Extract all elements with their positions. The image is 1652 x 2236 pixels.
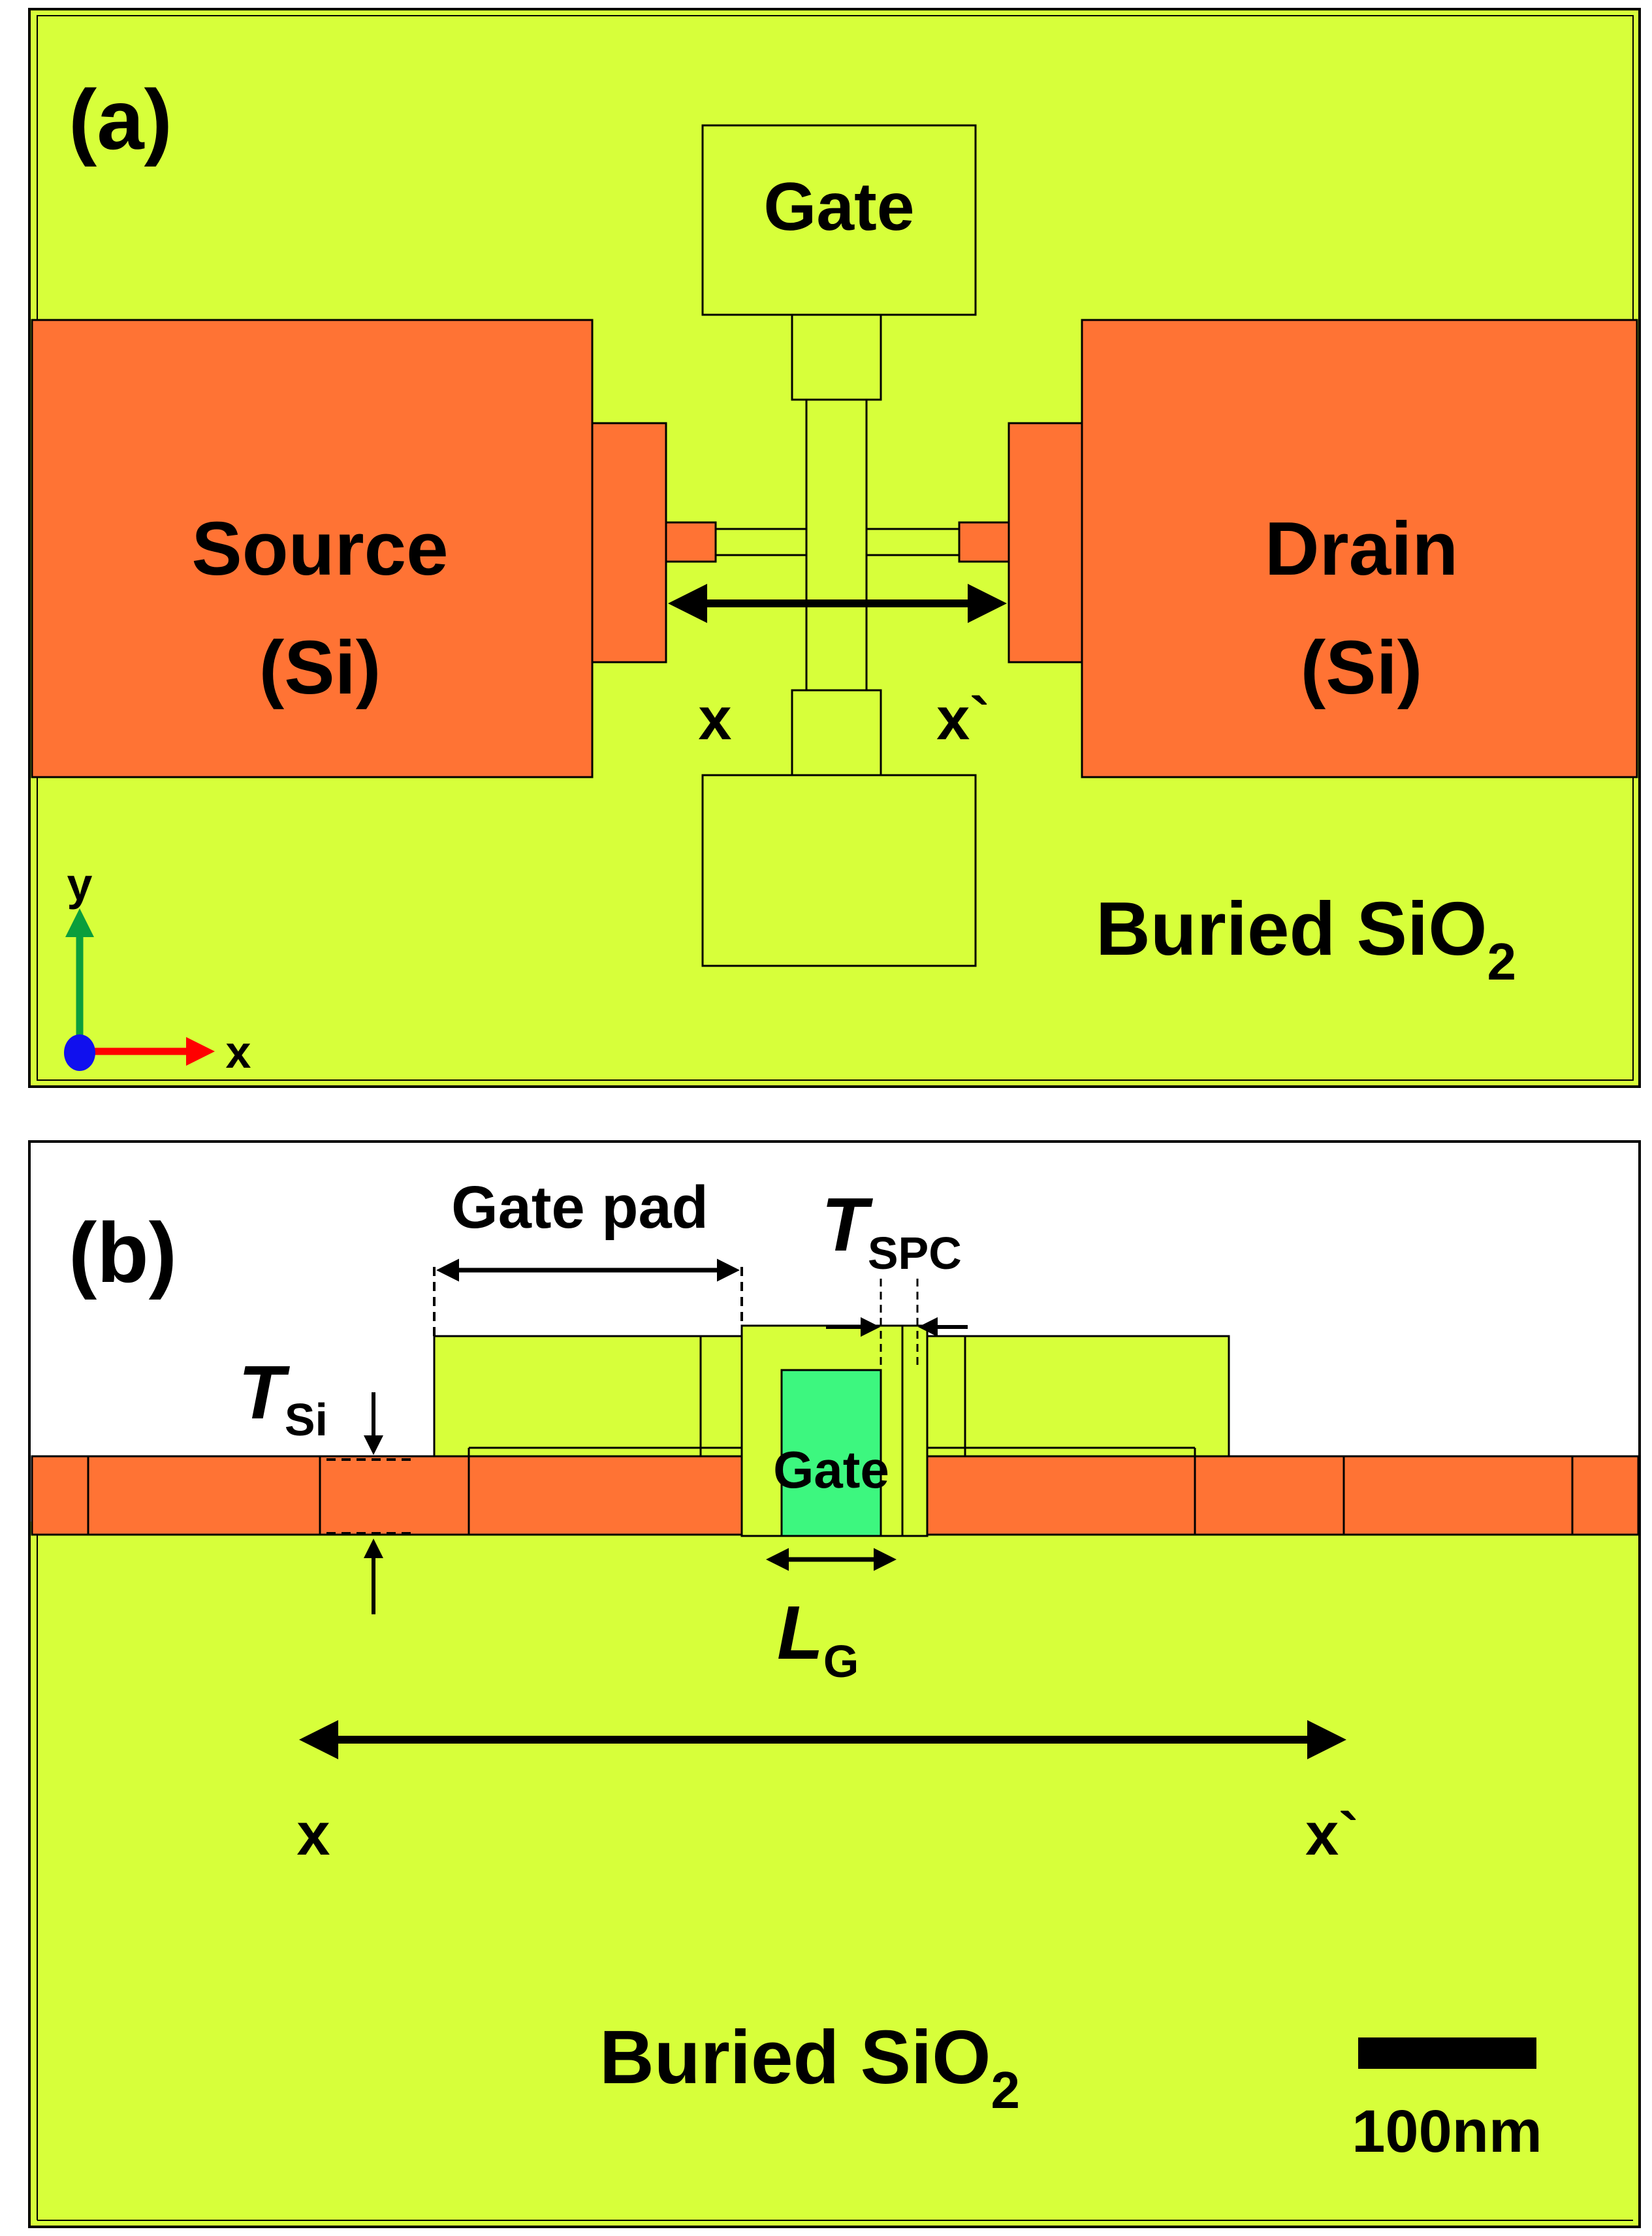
si-layer-6 bbox=[1194, 1455, 1345, 1536]
gate-pad-block-right bbox=[964, 1335, 1230, 1460]
cut-end-label-a: x` bbox=[936, 686, 990, 752]
buried-oxide-region bbox=[31, 1522, 1638, 2226]
source-material-label: (Si) bbox=[259, 625, 381, 710]
scale-bar bbox=[1358, 2037, 1536, 2069]
gate-finger bbox=[805, 398, 868, 692]
axis-indicator: y x bbox=[64, 859, 251, 1078]
si-layer-5 bbox=[926, 1455, 1196, 1536]
buried-oxide-label-b: Buried SiO2 bbox=[599, 2015, 1020, 2119]
source-label: Source bbox=[191, 506, 448, 591]
source-extension-2 bbox=[665, 521, 717, 563]
spacer-step-right bbox=[926, 1335, 966, 1460]
si-layer-7 bbox=[1342, 1455, 1574, 1536]
panel-b-cross-section: (b) Gate pad TSPC TSi Gate LG x x` Burie… bbox=[28, 1140, 1641, 2228]
tspc-label: TSPC bbox=[821, 1182, 962, 1279]
panel-a-label: (a) bbox=[69, 72, 172, 167]
si-layer-1 bbox=[31, 1455, 89, 1536]
gate-electrode bbox=[780, 1369, 882, 1537]
gate-pad-bottom bbox=[701, 774, 977, 967]
cut-end-label-b: x` bbox=[1305, 1801, 1359, 1868]
gate-neck-bottom bbox=[791, 689, 882, 776]
channel-left bbox=[714, 528, 808, 556]
drain-material-label: (Si) bbox=[1301, 625, 1423, 710]
drain-extension-2 bbox=[958, 521, 1010, 563]
si-layer-3 bbox=[319, 1455, 470, 1536]
gate-pad-top bbox=[701, 124, 977, 316]
lg-label: LG bbox=[777, 1590, 859, 1687]
tsi-label: TSi bbox=[238, 1350, 328, 1445]
gate-label-b: Gate bbox=[773, 1441, 889, 1499]
panel-a-top-view: (a) Gate Source (Si) Drain (Si) x x` Bur… bbox=[28, 8, 1641, 1088]
y-axis-label: y bbox=[67, 859, 93, 910]
gate-pad-block-left bbox=[433, 1335, 702, 1460]
spacer-step-left bbox=[699, 1335, 743, 1460]
channel-right bbox=[865, 528, 961, 556]
cut-start-label-b: x bbox=[296, 1801, 330, 1868]
buried-oxide-label-a: Buried SiO2 bbox=[1096, 886, 1516, 991]
gate-label-a: Gate bbox=[763, 169, 914, 245]
panel-b-label: (b) bbox=[69, 1205, 177, 1300]
axis-origin-dot bbox=[64, 1034, 95, 1071]
gate-pad-label: Gate pad bbox=[451, 1174, 708, 1241]
source-region bbox=[31, 319, 594, 778]
source-extension-1 bbox=[591, 422, 667, 663]
si-layer-8 bbox=[1571, 1455, 1640, 1536]
drain-extension-1 bbox=[1008, 422, 1083, 663]
x-axis-label: x bbox=[226, 1027, 251, 1078]
drain-label: Drain bbox=[1265, 506, 1459, 591]
si-layer-2 bbox=[87, 1455, 321, 1536]
si-layer-4 bbox=[468, 1455, 743, 1536]
cut-start-label-a: x bbox=[698, 686, 731, 752]
scale-bar-label: 100nm bbox=[1352, 2098, 1542, 2165]
gate-neck-top bbox=[791, 313, 882, 401]
